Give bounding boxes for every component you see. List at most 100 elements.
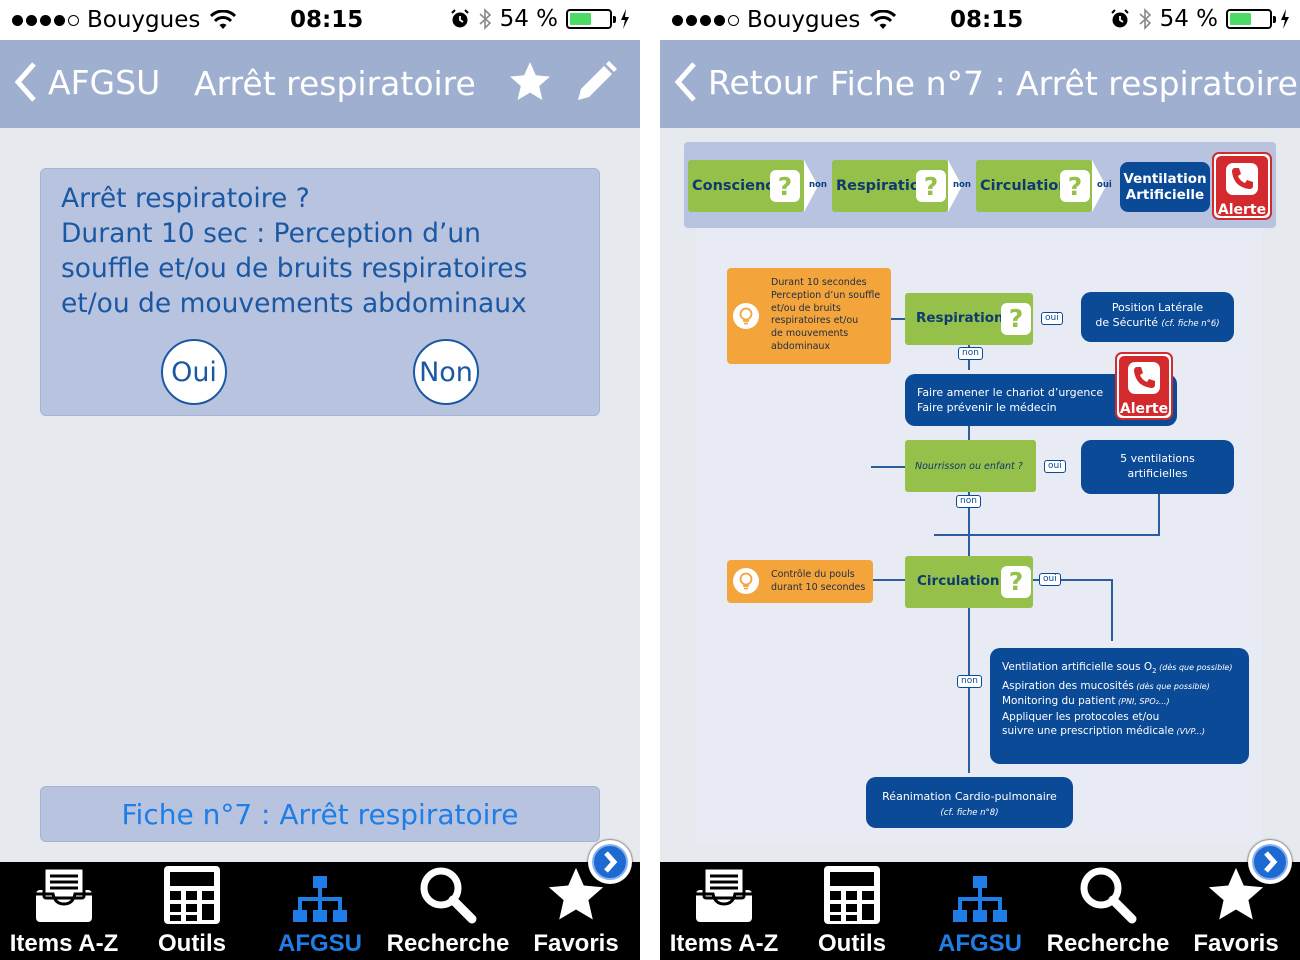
tab-recherche[interactable]: Recherche <box>1044 862 1172 960</box>
step-label: Respiration <box>836 178 931 194</box>
connector <box>968 426 970 440</box>
tab-afgsu[interactable]: AFGSU <box>256 862 384 960</box>
tab-label: Recherche <box>386 930 510 957</box>
charging-icon <box>621 9 629 29</box>
tab-label: AFGSU <box>278 930 362 957</box>
tab-favoris[interactable]: Favoris <box>512 862 640 960</box>
connector <box>871 466 917 468</box>
tab-afgsu[interactable]: AFGSU <box>916 862 1044 960</box>
tip-text: Contrôle du pouls durant 10 secondes <box>771 568 865 594</box>
tab-recherche[interactable]: Recherche <box>384 862 512 960</box>
tip-line: Durant 10 secondes <box>771 277 867 288</box>
status-bar: Bouygues 08:15 54 % <box>0 0 640 40</box>
tab-label: Recherche <box>1046 930 1170 957</box>
signal-icon <box>12 14 79 26</box>
node-5-ventilations: 5 ventilations artificielles <box>1081 440 1234 494</box>
care-line: Appliquer les protocoles et/ou <box>1002 710 1160 723</box>
care-line: Aspiration des mucosités (dès que possib… <box>1002 679 1249 695</box>
vent-line: Artificielle <box>1125 187 1205 203</box>
oui-label: oui <box>1044 460 1066 473</box>
hierarchy-icon <box>953 876 1007 922</box>
back-button[interactable]: Retour <box>674 62 817 102</box>
back-label: Retour <box>708 62 818 102</box>
care-note: (dès que possible) <box>1156 663 1233 672</box>
non-label: non <box>956 495 981 508</box>
tab-favoris[interactable]: Favoris <box>1172 862 1300 960</box>
oui-label: oui <box>1041 312 1063 325</box>
back-button[interactable]: AFGSU <box>14 62 160 102</box>
non-label: non <box>958 347 983 360</box>
flowchart: Durant 10 secondes Perception d’un souff… <box>696 228 1262 845</box>
care-line: suivre une prescription médicale (VVP...… <box>1002 724 1249 740</box>
tab-outils[interactable]: Outils <box>788 862 916 960</box>
question-mark-icon: ? <box>916 170 946 202</box>
clock: 08:15 <box>950 7 1024 33</box>
tip-pouls: Contrôle du pouls durant 10 secondes <box>727 560 873 603</box>
tip-line: Contrôle du pouls <box>771 569 855 580</box>
no-button[interactable]: Non <box>413 339 479 405</box>
node-line: Faire amener le chariot d’urgence <box>917 386 1104 399</box>
step-respiration: Respiration ? <box>832 160 948 212</box>
page-title: Fiche n°7 : Arrêt respiratoire <box>830 64 1298 103</box>
non-label: non <box>953 180 971 190</box>
node-line: 5 ventilations <box>1120 452 1195 465</box>
tab-bar: Items A-Z Outils AFGSU Recherche Favoris <box>660 862 1300 960</box>
left-screen: Bouygues 08:15 54 % AFGSU Arrêt respirat… <box>0 0 640 960</box>
yes-button[interactable]: Oui <box>161 339 227 405</box>
tab-items-az[interactable]: Items A-Z <box>660 862 788 960</box>
node-line: de Sécurité (cf. fiche n°6) <box>1081 316 1234 332</box>
status-bar: Bouygues 08:15 54 % <box>660 0 1300 40</box>
status-right: 54 % <box>1110 6 1290 32</box>
care-line: Ventilation artificielle sous O2 (dès qu… <box>1002 660 1249 679</box>
nav-bar: AFGSU Arrêt respiratoire <box>0 40 640 128</box>
inbox-icon <box>696 866 752 922</box>
alert-inner: Alerte <box>1119 356 1169 416</box>
node-rcp: Réanimation Cardio-pulmonaire (cf. fiche… <box>866 777 1073 828</box>
clock: 08:15 <box>290 7 364 33</box>
tab-outils[interactable]: Outils <box>128 862 256 960</box>
pencil-icon[interactable] <box>572 58 620 106</box>
carrier: Bouygues <box>12 7 237 33</box>
node-pls: Position Latérale de Sécurité (cf. fiche… <box>1081 292 1234 342</box>
tab-label: Favoris <box>533 930 619 957</box>
star-icon[interactable] <box>506 58 554 106</box>
phone-icon <box>1226 163 1258 195</box>
node-line: Faire prévenir le médecin <box>917 400 1057 414</box>
bluetooth-icon <box>479 8 491 30</box>
tab-items-az[interactable]: Items A-Z <box>0 862 128 960</box>
tab-label: Outils <box>157 930 226 957</box>
signal-icon <box>672 14 739 26</box>
question-line: souffle et/ou de bruits respiratoires <box>61 253 528 284</box>
page-title: Arrêt respiratoire <box>194 64 476 103</box>
fiche-button[interactable]: Fiche n°7 : Arrêt respiratoire <box>40 786 600 842</box>
forward-button[interactable] <box>1248 840 1292 884</box>
hierarchy-icon <box>293 876 347 922</box>
alarm-icon <box>450 9 469 28</box>
care-note: (dès que possible) <box>1133 681 1210 691</box>
oui-label: oui <box>1039 573 1061 586</box>
battery-percent: 54 % <box>499 6 558 32</box>
question-line: Durant 10 sec : Perception d’un <box>61 218 481 249</box>
charging-icon <box>1281 9 1289 29</box>
tip-respiration: Durant 10 secondes Perception d’un souff… <box>727 268 891 364</box>
question-mark-icon: ? <box>1001 303 1031 335</box>
connector <box>871 318 920 320</box>
calculator-icon <box>824 866 880 924</box>
node-ref: (cf. fiche n°8) <box>940 807 999 818</box>
question-line: et/ou de mouvements abdominaux <box>61 288 527 319</box>
chevron-right-icon <box>1264 851 1278 873</box>
care-text: Monitoring du patient <box>1002 695 1116 708</box>
star-icon <box>1208 867 1264 920</box>
forward-button[interactable] <box>588 840 632 884</box>
battery-percent: 54 % <box>1159 6 1218 32</box>
node-text: de Sécurité <box>1095 315 1159 329</box>
alert-badge: Alerte <box>1115 352 1173 420</box>
right-screen: Bouygues 08:15 54 % Retour Fiche n°7 : A… <box>660 0 1300 960</box>
lightbulb-icon <box>733 568 759 594</box>
tab-label: Items A-Z <box>669 930 779 957</box>
tab-label: AFGSU <box>938 930 1022 957</box>
alarm-icon <box>1110 9 1129 28</box>
alert-label: Alerte <box>1217 202 1267 218</box>
inbox-icon <box>36 866 92 922</box>
step-label: Conscience <box>692 178 784 194</box>
